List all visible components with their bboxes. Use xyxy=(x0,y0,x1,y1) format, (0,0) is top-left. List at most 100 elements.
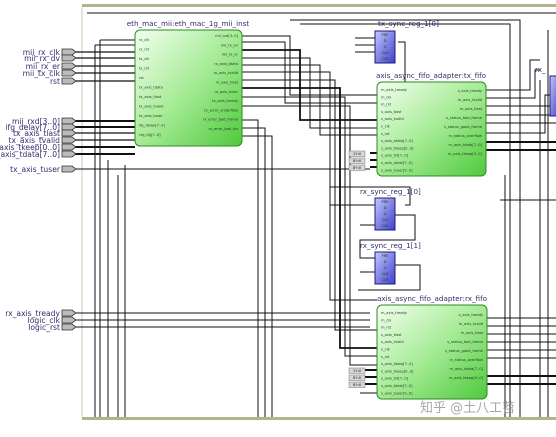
eth-mac-pin-label: tx_axis_tuser xyxy=(139,114,163,118)
rx-fifo-pin-label: m_status_overflow xyxy=(449,358,483,362)
tx-sync-reg-0[interactable] xyxy=(374,30,396,64)
tx-fifo-pin-label: s_axis_tdest[7..0] xyxy=(381,161,413,165)
tx-fifo-pin-label: m_axis_tlast xyxy=(460,107,483,111)
port-ifg-delay[interactable]: ifg_delay[7..0] xyxy=(5,123,60,132)
port-mii-tx-clk[interactable]: mii_tx_clk xyxy=(23,69,61,78)
rx-partial-reg[interactable] xyxy=(549,75,556,117)
port-logic-clk[interactable]: logic_clk xyxy=(28,316,61,325)
eth-mac-pin-label: tx_clk xyxy=(139,57,150,61)
rx-partial-title: rx_ xyxy=(535,65,546,74)
const-label: 8'h0 xyxy=(353,158,362,163)
eth-mac-pin-label: tx_axis_tready xyxy=(212,99,239,103)
port-tx-axis-tuser[interactable]: tx_axis_tuser xyxy=(10,165,61,174)
eth-mac-pin-label: rst xyxy=(139,76,144,80)
rx-fifo-pin-label: s_clk xyxy=(381,348,391,352)
port-tx-axis-tvalid[interactable]: tx_axis_tvalid xyxy=(9,136,61,145)
const-box xyxy=(348,157,366,164)
eth-mac-block[interactable] xyxy=(134,29,243,147)
eth-mac-pin-label: tx_rst xyxy=(139,67,150,71)
rx-fifo-pin-label: s_axis_tuser[0..0] xyxy=(381,391,413,395)
reg-pin-label: Q xyxy=(384,212,387,216)
const-box xyxy=(348,381,366,388)
port-rx-axis-tready[interactable]: rx_axis_tready xyxy=(5,309,60,318)
const-label: 1'h0 xyxy=(353,151,362,156)
eth-mac-pin-label: rx_axis_tuser xyxy=(214,90,238,94)
tx-fifo-left-pins: m_axis_treadym_clkm_rsts_axis_tlasts_axi… xyxy=(381,88,414,172)
tx-sync-reg-0-title: tx_sync_reg_1[0] xyxy=(378,19,439,28)
rx-sync-reg-0[interactable] xyxy=(374,197,396,231)
rx-fifo-pin-label: m_clk xyxy=(381,318,392,322)
eth-mac-pin-label: rx_clk xyxy=(139,38,150,42)
rx-const-labels: 1'h08'h08'h0 xyxy=(348,367,366,388)
rx-fifo-pin-label: s_status_bad_frame xyxy=(447,340,484,344)
tx-fifo-pin-label: s_clk xyxy=(381,125,391,129)
rx-fifo-pin-label: s_axis_tid[7..0] xyxy=(381,377,409,381)
const-label: 8'h0 xyxy=(353,375,362,380)
wire-net xyxy=(75,12,556,417)
const-box xyxy=(348,374,366,381)
eth-mac-pin-label: rx_error_bad_fcs xyxy=(209,127,239,131)
port-mii-rx-clk[interactable]: mii_rx_clk xyxy=(23,48,61,57)
tx-fifo-pin-label: m_status_overflow xyxy=(448,134,482,138)
port-rst[interactable]: rst xyxy=(50,77,60,86)
port-symbol xyxy=(61,123,77,131)
port-logic-rst[interactable]: logic_rst xyxy=(28,323,60,332)
tx-fifo-pin-label: m_axis_tvalid xyxy=(458,98,482,102)
eth-mac-pin-label: tx_axis_tvalid xyxy=(139,105,163,109)
port-tx-axis-tkeep[interactable]: tx_axis_tkeep[0..0] xyxy=(0,143,60,152)
port-labels: mii_rx_clk mii_rx_dv mii_rx_er mii_tx_cl… xyxy=(0,48,61,332)
rx-fifo-left-pins: m_axis_treadym_clkm_rsts_axis_tlasts_axi… xyxy=(381,311,414,395)
port-symbol xyxy=(61,323,77,331)
eth-mac-pin-label: rx_error_bad_frame xyxy=(203,118,239,122)
eth-mac-title: eth_mac_mii:eth_mac_1g_mii_inst xyxy=(127,19,250,28)
top-border xyxy=(82,4,556,7)
reg-pin-label: Q xyxy=(384,266,387,270)
rx-fifo-pin-label: s_axis_tready xyxy=(459,313,484,317)
port-symbol xyxy=(61,62,77,70)
port-symbol xyxy=(61,316,77,324)
tx-fifo-title: axis_async_fifo_adapter:tx_fifo xyxy=(376,71,486,80)
rx-sync-reg-1-title: rx_sync_reg_1[1] xyxy=(360,241,421,250)
eth-mac-pin-label: rx_rst xyxy=(139,48,150,52)
rx-fifo-pin-label: m_axis_tdata[7..0] xyxy=(450,367,484,371)
tx-fifo-pin-label: m_axis_tdata[7..0] xyxy=(449,143,483,147)
tx-fifo-pin-label: s_axis_tuser[0..0] xyxy=(381,168,413,172)
rx-fifo-block[interactable] xyxy=(376,304,488,400)
port-symbol xyxy=(61,129,77,137)
port-mii-rx-er[interactable]: mii_rx_er xyxy=(26,62,61,71)
tx-fifo-block[interactable] xyxy=(376,81,487,177)
reg-pin-label: PRE xyxy=(382,254,390,258)
tx-fifo-pin-label: s_axis_tvalid xyxy=(381,117,404,121)
reg-pin-label: CLR xyxy=(381,278,389,282)
eth-mac-pin-label: cfg_ifg[7..0] xyxy=(139,133,161,137)
reg-pin-label: Q xyxy=(384,45,387,49)
reg-pin-label: CLK xyxy=(382,218,390,222)
eth-mac-pin-label: rx_axis_tlast xyxy=(216,81,239,85)
port-tx-axis-tlast[interactable]: tx_axis_tlast xyxy=(13,129,60,138)
rx-sync-reg-1[interactable] xyxy=(374,251,396,285)
port-tx-axis-tdata[interactable]: tx_axis_tdata[7..0] xyxy=(0,150,60,159)
port-mii-rx-dv[interactable]: mii_rx_dv xyxy=(24,54,60,63)
port-symbol xyxy=(61,54,77,62)
tx-fifo-pin-label: m_axis_tready xyxy=(381,88,408,92)
port-mii-rxd[interactable]: mii_rxd[3..0] xyxy=(12,117,60,126)
rx-fifo-pin-label: s_rst xyxy=(381,355,390,359)
const-label: 1'h0 xyxy=(353,368,362,373)
port-symbol xyxy=(61,309,77,317)
rx-fifo-pin-label: s_axis_tdata[7..0] xyxy=(381,362,413,366)
watermark-text: 知乎 @土八工苕 xyxy=(420,400,515,416)
rx-fifo-pin-label: m_rst xyxy=(381,326,392,330)
tx-fifo-pin-label: s_axis_tlast xyxy=(381,110,402,114)
eth-mac-pin-label: tx_axis_tdata xyxy=(139,86,163,90)
port-symbol xyxy=(61,117,77,125)
tx-fifo-pin-label: m_rst xyxy=(381,103,392,107)
eth-mac-pin-label: tx_axis_tlast xyxy=(139,95,162,99)
port-symbol xyxy=(61,136,77,144)
port-symbol xyxy=(61,48,77,56)
